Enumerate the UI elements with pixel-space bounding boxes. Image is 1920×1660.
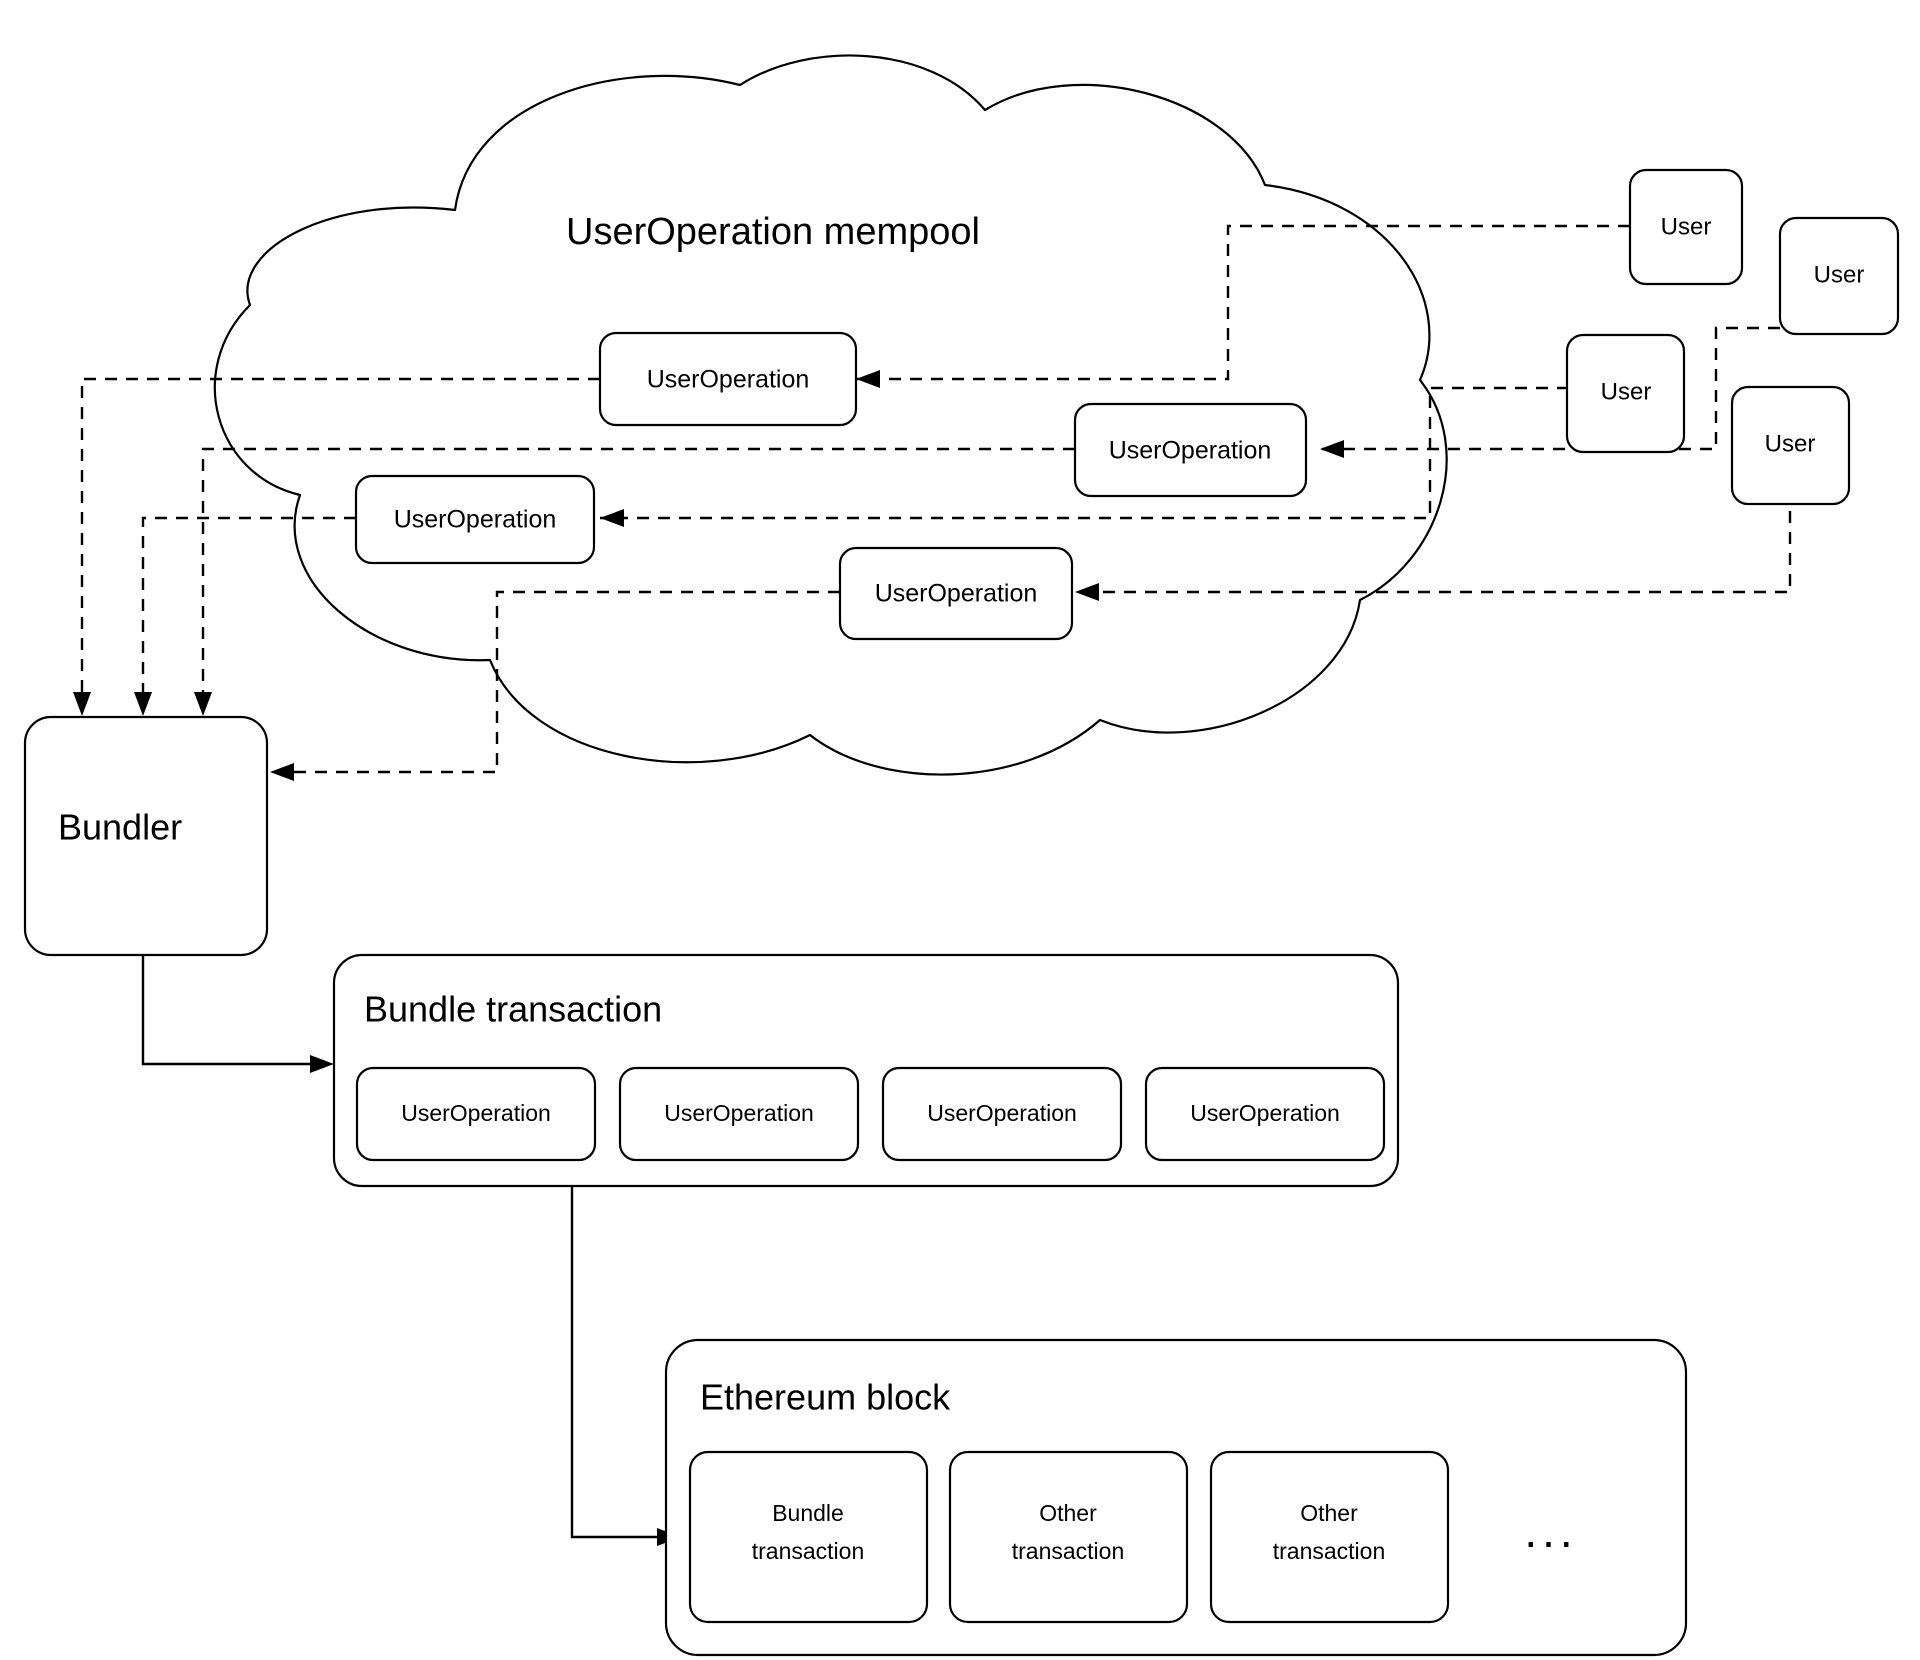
bundle-op3-box[interactable] [881,1066,1123,1162]
bundle-transaction-label: Bundle transaction [364,989,662,1030]
user-node[interactable]: User [1628,168,1744,286]
user2-box[interactable] [1778,216,1900,336]
arrowhead-user2-to-op2 [1320,440,1344,458]
mempool-title: UserOperation mempool [566,211,980,253]
arrowhead-bundler-to-bundle [310,1055,334,1073]
user-node[interactable]: User [1565,333,1686,454]
block-tx3-box[interactable] [1209,1450,1450,1624]
ethereum-block-group[interactable]: Ethereum block Bundle transaction Other … [664,1338,1688,1657]
connector-op3-to-bundler [141,516,356,700]
connector-op1-to-bundler [80,377,600,700]
arrowhead-op1-to-bundler [73,692,91,716]
bundle-op1-box[interactable] [355,1066,597,1162]
bundle-operation-item[interactable]: UserOperation [1144,1066,1386,1162]
user4-box[interactable] [1730,385,1851,506]
mempool-operation-node[interactable]: UserOperation [354,474,596,565]
bundle-transaction-group[interactable]: Bundle transaction UserOperation UserOpe… [332,953,1400,1188]
block-tx2-box[interactable] [948,1450,1189,1624]
bundler-box[interactable] [23,715,269,957]
block-tx2-label-line2: transaction [1012,1538,1125,1564]
mempool-operation-node[interactable]: UserOperation [838,546,1074,641]
user3-label: User [1601,378,1652,405]
block-transaction-item[interactable]: Other transaction [948,1450,1189,1624]
op4-label: UserOperation [875,580,1038,608]
more-transactions-ellipsis: ... [1524,1505,1577,1557]
connector-bundle-to-block [570,1186,660,1539]
user-node[interactable]: User [1730,385,1851,506]
connector-user1-to-op1 [856,224,1630,381]
bundle-transaction-box[interactable] [332,953,1400,1188]
block-transaction-item[interactable]: Bundle transaction [688,1450,929,1624]
arrowhead-user1-to-op1 [856,370,880,388]
bundle-op2-label: UserOperation [664,1100,814,1126]
connector-user2-to-op2 [1320,326,1780,451]
bundle-op4-label: UserOperation [1190,1100,1340,1126]
user2-label: User [1814,261,1865,288]
op3-label: UserOperation [394,506,557,534]
arrowhead-user4-to-op4 [1075,583,1099,601]
block-tx1-label-line1: Bundle [772,1500,844,1526]
mempool-operation-node[interactable]: UserOperation [598,331,858,427]
op2-box[interactable] [1073,402,1308,498]
block-tx2-label-line1: Other [1039,1500,1097,1526]
block-tx1-box[interactable] [688,1450,929,1624]
op1-box[interactable] [598,331,858,427]
block-tx3-label-line2: transaction [1273,1538,1386,1564]
op1-label: UserOperation [647,366,810,394]
block-transaction-item[interactable]: Other transaction [1209,1450,1450,1624]
mempool-operation-node[interactable]: UserOperation [1073,402,1308,498]
bundle-op2-box[interactable] [618,1066,860,1162]
user-node[interactable]: User [1778,216,1900,336]
bundle-op4-box[interactable] [1144,1066,1386,1162]
bundler-node[interactable]: Bundler [23,715,269,957]
arrowhead-op4-to-bundler [270,763,294,781]
bundle-operation-item[interactable]: UserOperation [355,1066,597,1162]
connector-user3-to-op3 [600,386,1590,520]
bundle-op3-label: UserOperation [927,1100,1077,1126]
user1-label: User [1661,213,1712,240]
arrowhead-user3-to-op3 [600,509,624,527]
op4-box[interactable] [838,546,1074,641]
user1-box[interactable] [1628,168,1744,286]
user3-box[interactable] [1565,333,1686,454]
ethereum-block-label: Ethereum block [700,1377,951,1418]
connector-user4-to-op4 [1075,490,1792,594]
bundle-op1-label: UserOperation [401,1100,551,1126]
op2-label: UserOperation [1109,437,1272,465]
arrowhead-op2-to-bundler [194,692,212,716]
connector-bundler-to-bundle [141,955,313,1066]
bundler-label: Bundler [58,807,182,848]
connector-op2-to-bundler [201,447,1075,700]
arrowhead-op3-to-bundler [134,692,152,716]
block-tx1-label-line2: transaction [752,1538,865,1564]
block-tx3-label-line1: Other [1300,1500,1358,1526]
user4-label: User [1765,430,1816,457]
bundle-operation-item[interactable]: UserOperation [618,1066,860,1162]
bundle-operation-item[interactable]: UserOperation [881,1066,1123,1162]
op3-box[interactable] [354,474,596,565]
connector-op4-to-bundler [290,590,840,774]
